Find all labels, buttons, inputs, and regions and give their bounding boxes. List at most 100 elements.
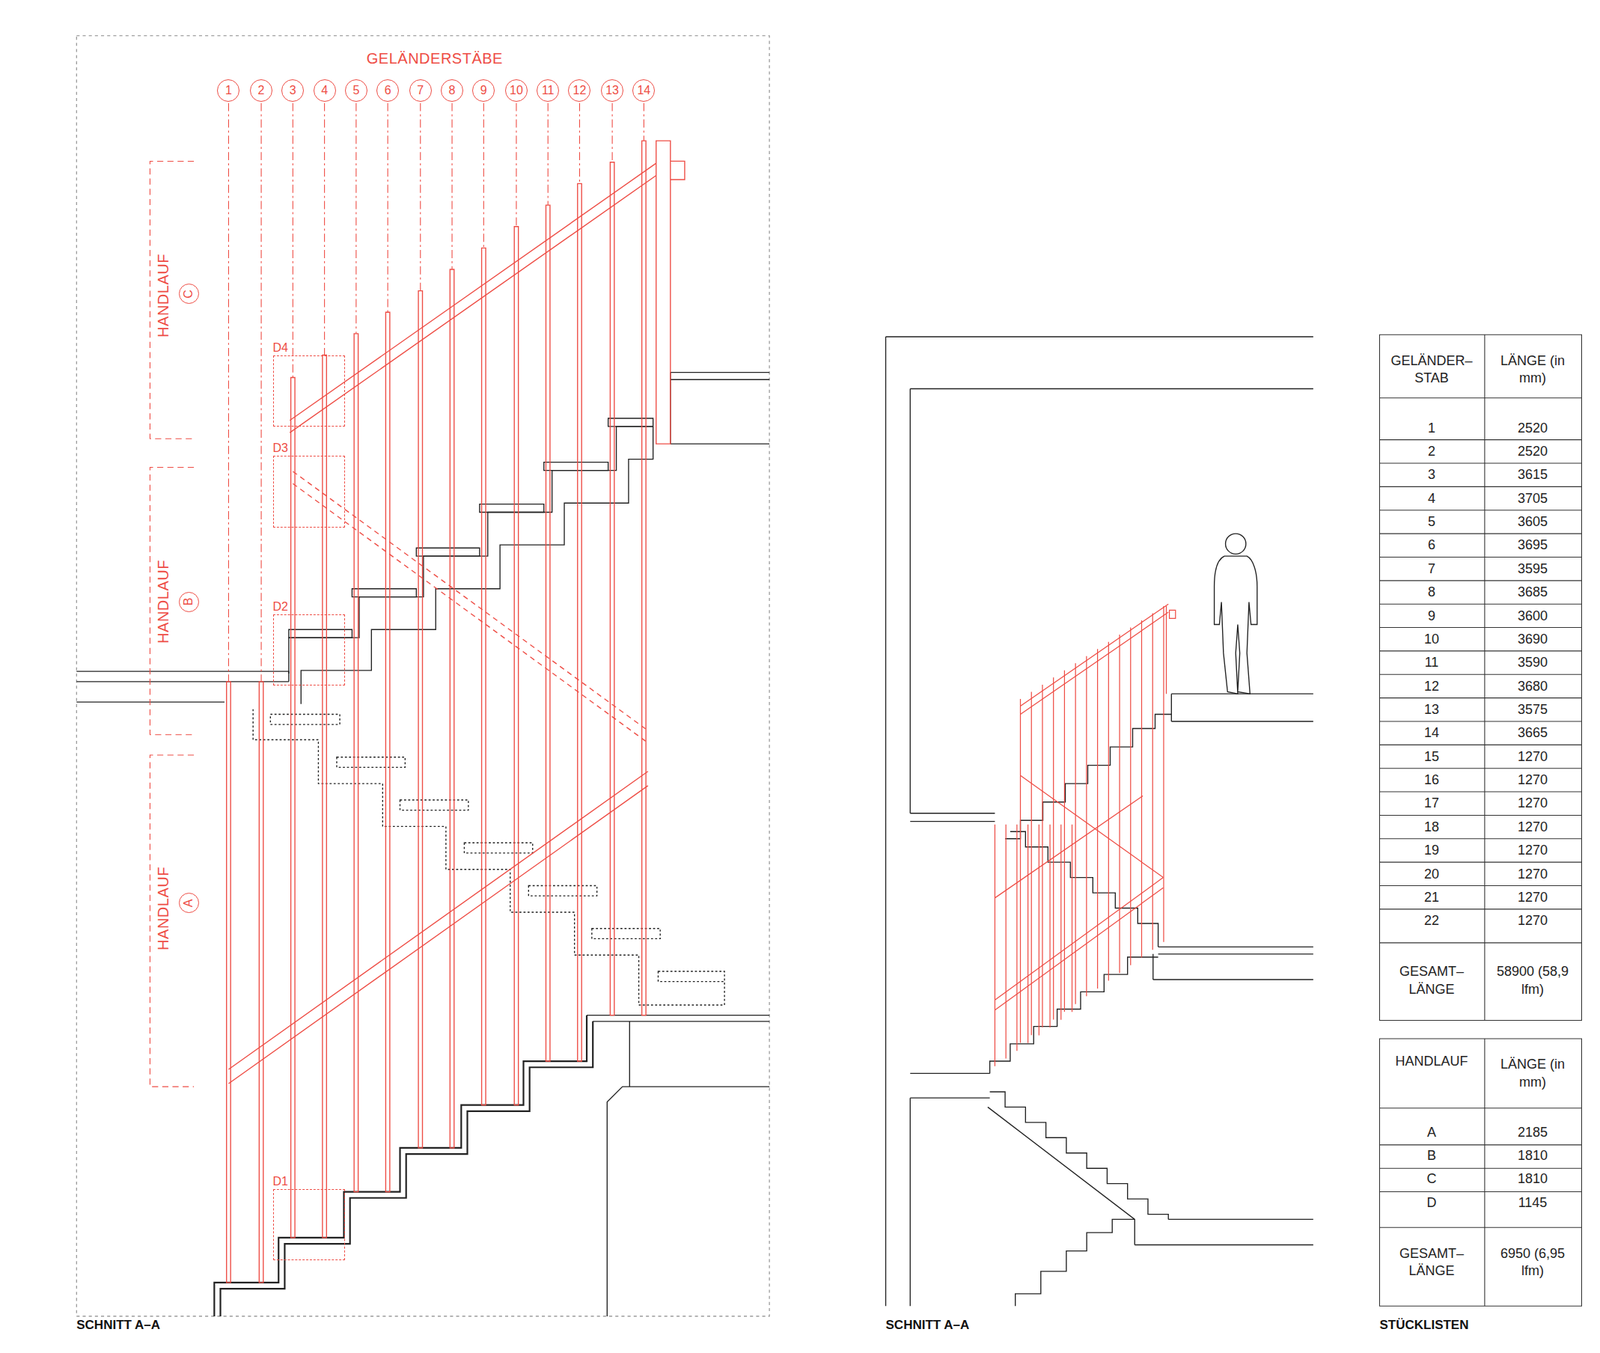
balusters (226, 140, 646, 1283)
table-cell: 3665 (1517, 725, 1548, 743)
callout-number: 10 (509, 84, 524, 97)
callout-circle: 6 (376, 79, 399, 102)
table-cell: 3605 (1517, 513, 1548, 531)
table-total: GESAMT– LÄNGE (1386, 963, 1477, 999)
table-cell: 2 (1427, 443, 1436, 461)
callout-circle: 12 (568, 79, 591, 102)
callout-circle: 14 (632, 79, 655, 102)
table-header: GELÄNDER– STAB (1386, 351, 1477, 387)
callout-circle: 8 (440, 79, 464, 102)
table-cell: 19 (1424, 841, 1440, 860)
drawing-heading: GELÄNDERSTÄBE (366, 48, 503, 69)
table-handrails (1379, 1038, 1582, 1306)
callout-number: 7 (416, 84, 424, 97)
table-rails (1379, 334, 1582, 1021)
parts-tables (1379, 334, 1582, 1306)
table-header: LÄNGE (in mm) (1497, 351, 1569, 387)
callout-number: 5 (352, 84, 360, 97)
table-cell: 22 (1424, 913, 1440, 931)
table-cell: 4 (1427, 490, 1436, 508)
handrail-label: HANDLAUF (153, 866, 173, 951)
table-cell: 7 (1427, 560, 1436, 578)
table-cell: 1270 (1517, 771, 1548, 789)
lower-landing (586, 1015, 770, 1317)
table-cell: 17 (1424, 795, 1440, 813)
detail-label: D3 (270, 442, 289, 455)
table-cell: 3590 (1517, 654, 1548, 673)
callout-number: 8 (449, 84, 456, 97)
callout-circle: 1 (217, 79, 240, 102)
upper-slab (76, 671, 289, 702)
table-cell: 2185 (1517, 1124, 1548, 1142)
walls (886, 336, 1314, 1306)
table-cell: 2520 (1517, 419, 1548, 438)
handrail-b (292, 471, 648, 744)
table-cell: 1145 (1518, 1194, 1548, 1212)
callout-number: 11 (541, 84, 555, 97)
callout-number: 2 (258, 84, 265, 97)
table-cell: 3575 (1517, 701, 1548, 719)
table-cell: 1270 (1517, 818, 1548, 836)
table-header: LÄNGE (in mm) (1497, 1055, 1569, 1092)
callout-number: 4 (321, 84, 328, 97)
table-cell: 6 (1427, 537, 1436, 555)
table-cell: 13 (1424, 701, 1440, 719)
table-cell: 1810 (1517, 1147, 1548, 1165)
table-cell: 18 (1424, 818, 1440, 836)
table-cell: 20 (1424, 865, 1440, 884)
table-cell: 1270 (1517, 841, 1548, 860)
table-cell: 3685 (1517, 584, 1548, 602)
callout-circle: 9 (472, 79, 495, 102)
table-cell: B (1427, 1147, 1437, 1165)
section-small (886, 336, 1314, 1306)
detail-label: D4 (270, 342, 289, 354)
handrail-letter-circle: B (178, 591, 200, 613)
table-cell: 3705 (1517, 490, 1548, 508)
callout-circle: 10 (505, 79, 528, 102)
end-post (656, 140, 685, 444)
detail-label: D1 (270, 1175, 289, 1188)
table-cell: 10 (1424, 630, 1440, 649)
callout-number: 14 (636, 84, 651, 97)
table-total: GESAMT– LÄNGE (1386, 1244, 1477, 1280)
callout-circle: 11 (536, 79, 560, 102)
callout-circle: 4 (313, 79, 337, 102)
table-cell: 5 (1427, 513, 1436, 531)
stairs (987, 713, 1172, 1306)
hidden-stair (252, 709, 725, 1006)
table-cell: 1270 (1517, 889, 1548, 907)
callout-number: 1 (225, 84, 232, 97)
view-caption: SCHNITT A–A (886, 1317, 970, 1334)
lower-stair (214, 1015, 593, 1317)
callout-number: 12 (573, 84, 587, 97)
table-cell: D (1427, 1194, 1437, 1212)
handrail-letter-circle: A (178, 892, 200, 914)
floors (1134, 693, 1314, 1245)
railing-small (994, 603, 1175, 1067)
view-caption: SCHNITT A–A (76, 1317, 161, 1334)
handrail-label: HANDLAUF (153, 254, 173, 339)
table-cell: 3615 (1517, 466, 1548, 485)
table-cell: 12 (1424, 678, 1440, 696)
sheet-frame (76, 35, 770, 1317)
handrail-label: HANDLAUF (153, 560, 173, 645)
callout-circle: 7 (409, 79, 432, 102)
table-cell: A (1427, 1124, 1437, 1142)
table-cell: 1270 (1517, 748, 1548, 766)
table-cell: 9 (1427, 607, 1436, 625)
view-caption: STÜCKLISTEN (1379, 1317, 1469, 1334)
railing (149, 103, 685, 1283)
callout-number: 3 (289, 84, 297, 97)
callout-circle: 2 (249, 79, 273, 102)
table-total: 58900 (58,9 lfm) (1491, 963, 1574, 999)
table-cell: 3680 (1517, 678, 1548, 696)
callout-circle: 5 (344, 79, 368, 102)
table-cell: 3595 (1517, 560, 1548, 578)
table-cell: 14 (1424, 725, 1440, 743)
table-cell: 21 (1424, 889, 1440, 907)
table-cell: 3690 (1517, 630, 1548, 649)
table-cell: 3695 (1517, 537, 1548, 555)
callout-number: 6 (384, 84, 392, 97)
